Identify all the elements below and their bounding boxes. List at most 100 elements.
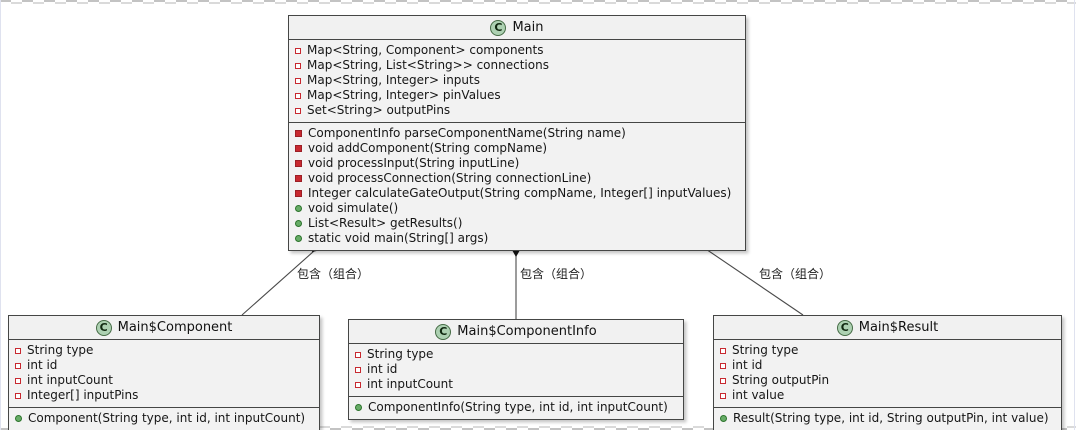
edge-label: 包含（组合） xyxy=(520,267,593,281)
class-circle-icon: C xyxy=(435,323,452,340)
member-row: List<Result> getResults() xyxy=(295,216,739,231)
member-text: Set<String> outputPins xyxy=(307,103,451,117)
methods-section: Component(String type, int id, int input… xyxy=(9,408,319,430)
private-field-icon xyxy=(15,347,21,354)
class-title-bar: C Main$ComponentInfo xyxy=(349,320,683,344)
private-method-icon xyxy=(295,130,302,137)
member-row: int id xyxy=(355,362,677,377)
member-row: void addComponent(String compName) xyxy=(295,141,739,156)
private-field-icon xyxy=(295,47,301,54)
member-text: String type xyxy=(367,347,434,361)
member-text: void processInput(String inputLine) xyxy=(308,156,520,170)
member-row: Set<String> outputPins xyxy=(295,103,739,118)
member-row: int value xyxy=(720,388,1055,403)
member-text: void simulate() xyxy=(308,201,399,215)
public-method-icon xyxy=(720,415,727,422)
member-row: Component(String type, int id, int input… xyxy=(15,411,313,426)
member-row: int inputCount xyxy=(15,373,313,388)
member-text: Result(String type, int id, String outpu… xyxy=(733,411,1049,425)
selection-border-left xyxy=(0,0,1,430)
class-name: Main$Result xyxy=(858,320,939,335)
member-text: ComponentInfo parseComponentName(String … xyxy=(308,126,626,140)
private-field-icon xyxy=(15,362,21,369)
methods-section: Result(String type, int id, String outpu… xyxy=(714,408,1061,430)
member-text: static void main(String[] args) xyxy=(308,231,489,245)
member-text: Component(String type, int id, int input… xyxy=(28,411,306,425)
member-row: int id xyxy=(15,358,313,373)
member-row: String type xyxy=(15,343,313,358)
public-method-icon xyxy=(295,235,302,242)
member-row: Map<String, Integer> pinValues xyxy=(295,88,739,103)
member-text: Map<String, Component> components xyxy=(307,43,544,57)
private-field-icon xyxy=(15,392,21,399)
private-method-icon xyxy=(295,175,302,182)
class-circle-icon: C xyxy=(836,319,853,336)
class-name: Main$ComponentInfo xyxy=(457,324,597,339)
member-row: String type xyxy=(720,343,1055,358)
member-row: String type xyxy=(355,347,677,362)
private-field-icon xyxy=(720,347,726,354)
public-method-icon xyxy=(295,205,302,212)
member-row: Result(String type, int id, String outpu… xyxy=(720,411,1055,426)
member-text: Integer[] inputPins xyxy=(27,388,139,402)
member-row: Map<String, Component> components xyxy=(295,43,739,58)
private-field-icon xyxy=(295,107,301,114)
member-row: void processInput(String inputLine) xyxy=(295,156,739,171)
member-text: Map<String, Integer> inputs xyxy=(307,73,480,87)
member-row: int inputCount xyxy=(355,377,677,392)
member-text: String outputPin xyxy=(732,373,830,387)
member-text: String type xyxy=(27,343,94,357)
member-text: Integer calculateGateOutput(String compN… xyxy=(308,186,732,200)
member-text: List<Result> getResults() xyxy=(308,216,463,230)
edge-label: 包含（组合） xyxy=(759,267,832,281)
member-row: int id xyxy=(720,358,1055,373)
class-name: Main xyxy=(512,20,544,35)
member-row: void processConnection(String connection… xyxy=(295,171,739,186)
member-text: Map<String, Integer> pinValues xyxy=(307,88,501,102)
member-text: int id xyxy=(732,358,763,372)
member-text: Map<String, List<String>> connections xyxy=(307,58,549,72)
member-text: int inputCount xyxy=(27,373,113,387)
member-text: String type xyxy=(732,343,799,357)
member-text: int inputCount xyxy=(367,377,453,391)
class-main[interactable]: C Main Map<String, Component> components… xyxy=(288,15,746,251)
member-row: ComponentInfo(String type, int id, int i… xyxy=(355,400,677,415)
member-row: ComponentInfo parseComponentName(String … xyxy=(295,126,739,141)
member-row: void simulate() xyxy=(295,201,739,216)
member-row: static void main(String[] args) xyxy=(295,231,739,246)
member-text: int id xyxy=(367,362,398,376)
member-text: void addComponent(String compName) xyxy=(308,141,548,155)
private-field-icon xyxy=(295,77,301,84)
member-row: Map<String, List<String>> connections xyxy=(295,58,739,73)
class-circle-icon: C xyxy=(95,319,112,336)
edge-label: 包含（组合） xyxy=(297,267,370,281)
member-text: int id xyxy=(27,358,58,372)
private-field-icon xyxy=(355,366,361,373)
composition-edge-componentinfo xyxy=(511,240,521,319)
private-method-icon xyxy=(295,190,302,197)
private-field-icon xyxy=(720,392,726,399)
member-row: String outputPin xyxy=(720,373,1055,388)
class-title-bar: C Main xyxy=(289,16,745,40)
private-field-icon xyxy=(720,362,726,369)
private-method-icon xyxy=(295,160,302,167)
private-field-icon xyxy=(355,381,361,388)
private-method-icon xyxy=(295,145,302,152)
private-field-icon xyxy=(720,377,726,384)
member-text: int value xyxy=(732,388,785,402)
class-title-bar: C Main$Component xyxy=(9,316,319,340)
private-field-icon xyxy=(295,92,301,99)
public-method-icon xyxy=(295,220,302,227)
member-row: Integer calculateGateOutput(String compN… xyxy=(295,186,739,201)
private-field-icon xyxy=(15,377,21,384)
methods-section: ComponentInfo(String type, int id, int i… xyxy=(349,397,683,419)
methods-section: ComponentInfo parseComponentName(String … xyxy=(289,123,745,250)
public-method-icon xyxy=(15,415,22,422)
